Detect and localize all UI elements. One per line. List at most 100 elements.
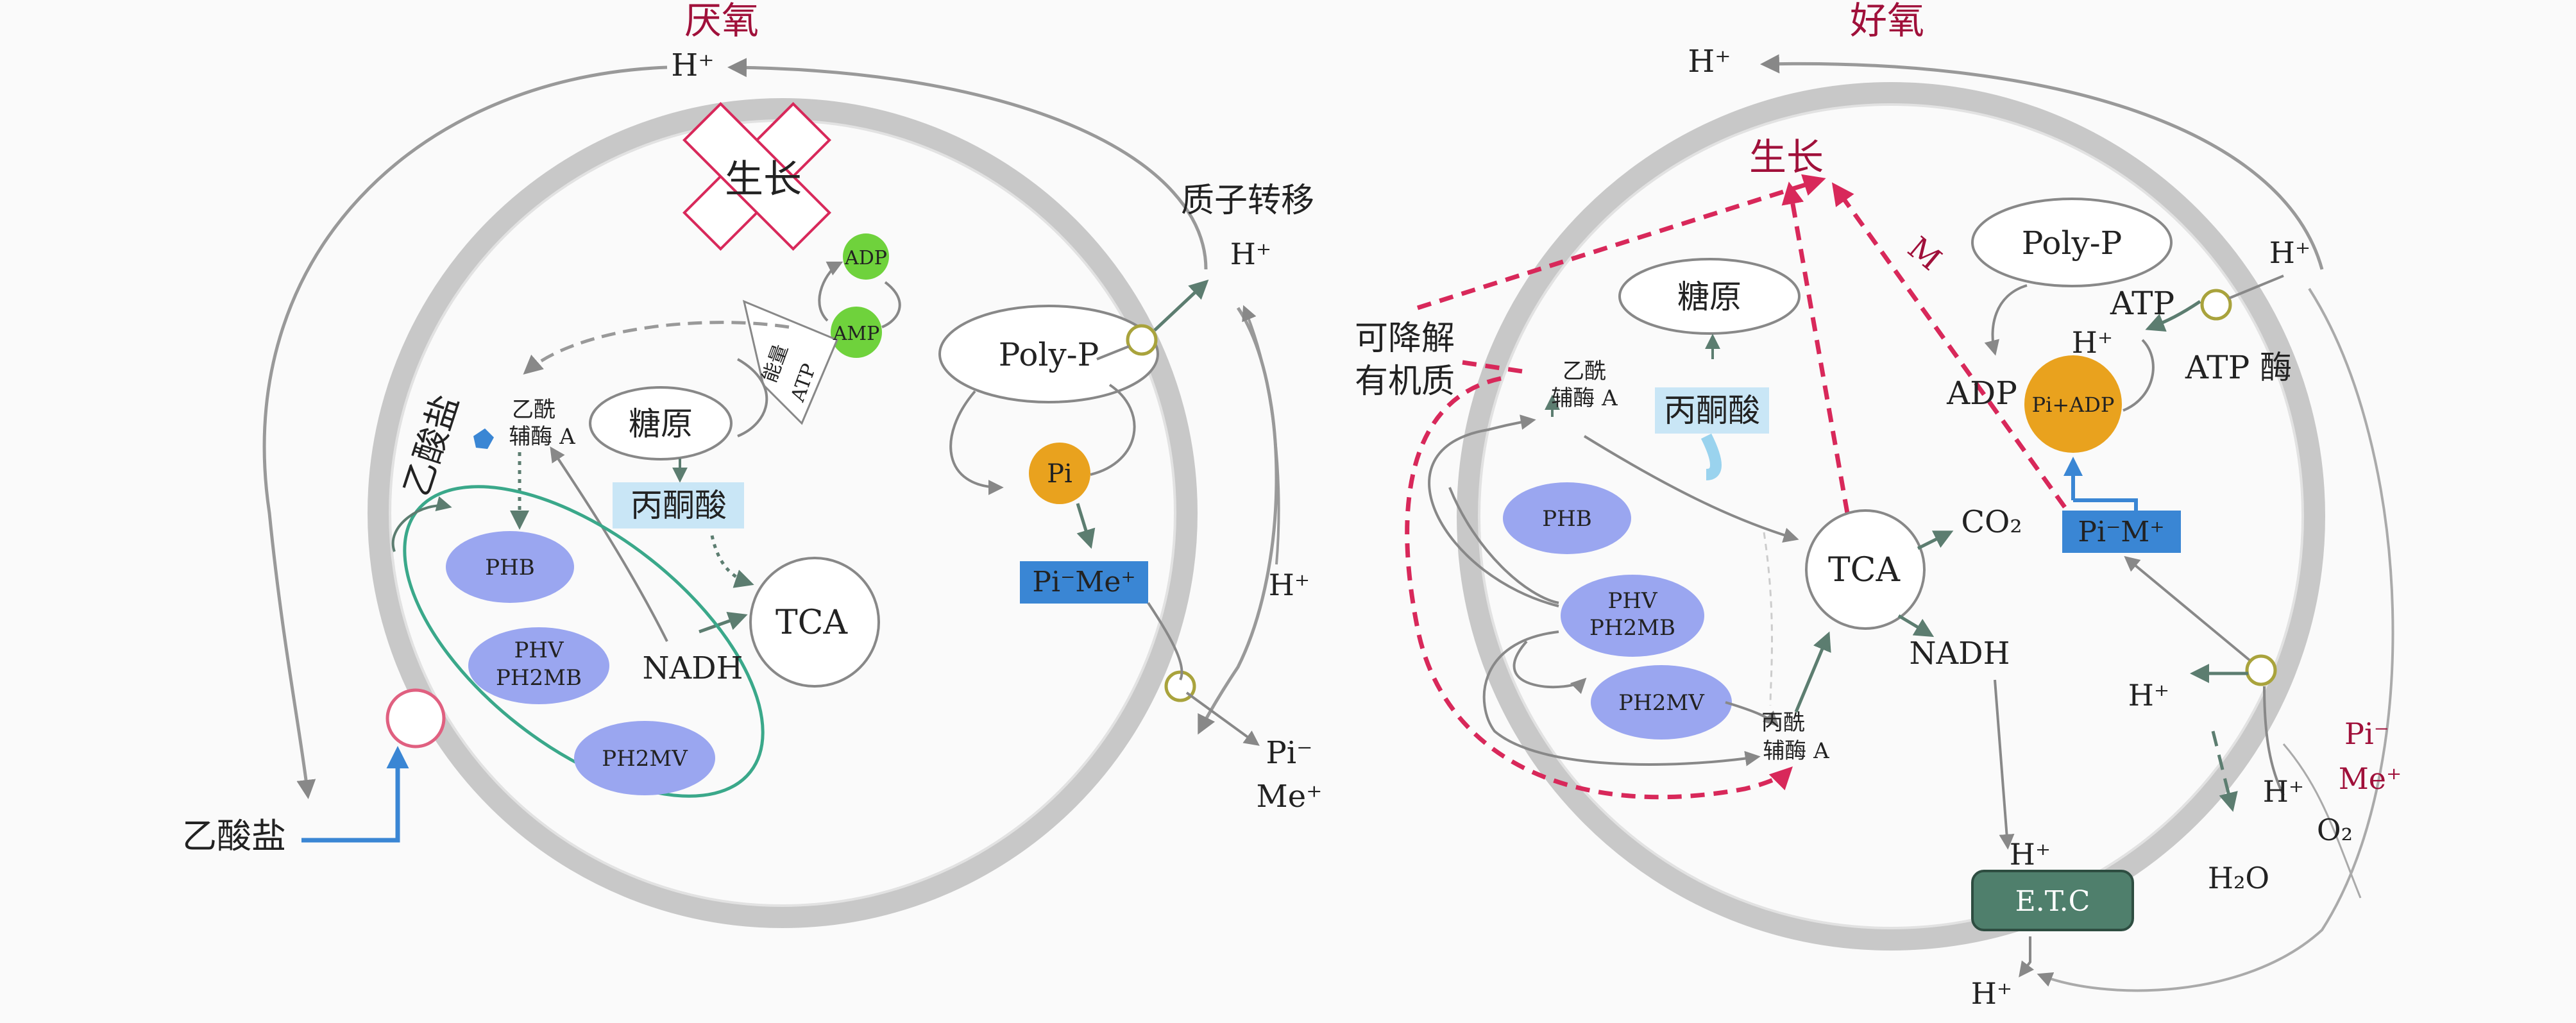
- aerobic-atp-label: ATP: [2110, 285, 2174, 322]
- atpase-channel: [2200, 289, 2232, 321]
- aerobic-adp-label: ADP: [1946, 375, 2017, 412]
- aerobic-phb-label: PHB: [1542, 506, 1592, 532]
- amp-node: [831, 307, 882, 358]
- aerobic-glycogen-label: 糖原: [1677, 278, 1741, 316]
- aerobic-me-ext: Me⁺: [2339, 761, 2402, 796]
- aerobic-h-mid: H⁺: [2128, 678, 2169, 713]
- anaerobic-pyruvate-label: 丙酮酸: [631, 487, 727, 524]
- anaerobic-phv-node: [468, 627, 609, 704]
- aerobic-h-top: H⁺: [1688, 44, 1731, 80]
- aerobic-h-in: H⁺: [2269, 235, 2310, 270]
- anaerobic-pi-node: [1029, 443, 1090, 504]
- aerobic-polyp-node: [1971, 198, 2173, 287]
- anaerobic-phv-label-1: PHV: [514, 638, 564, 663]
- co2-label: CO₂: [1961, 504, 2022, 540]
- growth-blocked-cross: [682, 102, 831, 251]
- etc-label: E.T.C: [2015, 885, 2090, 918]
- aerobic-title: 好氧: [1850, 0, 1924, 42]
- aerobic-h-bottom: H⁺: [1971, 976, 2012, 1011]
- anaerobic-pi-label: Pi: [1047, 459, 1072, 489]
- propionyl-coa-2: 辅酶 A: [1763, 738, 1829, 764]
- adp-label: ADP: [844, 247, 887, 269]
- anaerobic-pime-label: Pi⁻Me⁺: [1032, 566, 1135, 598]
- aerobic-ph2mv-node: [1591, 665, 1732, 740]
- aerobic-h-atp: H⁺: [2072, 325, 2113, 360]
- acetate-transporter: [386, 688, 446, 748]
- aerobic-polyp-label: Poly-P: [2022, 224, 2123, 262]
- h2o-label: H₂O: [2208, 861, 2269, 895]
- aerobic-channel-bottom: [2245, 654, 2277, 686]
- pi-adp-label: Pi+ADP: [2032, 393, 2115, 417]
- anaerobic-top-arc: [727, 58, 1208, 270]
- anaerobic-phb-label: PHB: [485, 555, 535, 580]
- anaerobic-title: 厌氧: [684, 0, 759, 42]
- adp-node: [843, 233, 889, 280]
- aerobic-acetyl-coa-2: 辅酶 A: [1551, 385, 1618, 411]
- anaerobic-h-top: H⁺: [671, 47, 714, 83]
- anaerobic-phb-node: [446, 531, 574, 603]
- anaerobic-acetyl-coa-1: 乙酰: [512, 397, 555, 423]
- aerobic-phv-label-1: PHV: [1607, 588, 1658, 614]
- aerobic-glycogen-node: [1618, 258, 1801, 335]
- degradable-label-1: 可降解: [1355, 319, 1455, 358]
- degradable-label-2: 有机质: [1355, 362, 1455, 401]
- anaerobic-pime-box: [1020, 561, 1148, 604]
- anaerobic-channel-top: [1126, 324, 1158, 356]
- anaerobic-pi-out: Pi⁻: [1266, 735, 1313, 771]
- anaerobic-cell: [262, 58, 1280, 928]
- anaerobic-glycogen-node: [589, 386, 733, 461]
- atpase-label: ATP 酶: [2185, 349, 2292, 386]
- etc-complex: [1971, 870, 2134, 931]
- anaerobic-ph2mv-node: [574, 721, 715, 795]
- aerobic-nadh-label: NADH: [1909, 636, 2010, 672]
- propionyl-coa-1: 丙酰: [1761, 710, 1805, 736]
- aerobic-h-etc: H⁺: [2010, 837, 2051, 872]
- aerobic-phv-node: [1561, 575, 1704, 657]
- aerobic-growth-label: 生长: [1749, 135, 1824, 179]
- anaerobic-me-out: Me⁺: [1257, 779, 1323, 815]
- acetate-intracellular-label: 乙酸盐: [396, 390, 466, 502]
- aerobic-pim-label: Pi⁻M⁺: [2078, 516, 2164, 548]
- anaerobic-glycogen-label: 糖原: [629, 405, 693, 443]
- aerobic-ph2mv-label: PH2MV: [1618, 690, 1705, 716]
- aerobic-pi-ext: Pi⁻: [2344, 716, 2389, 751]
- pi-adp-node: [2024, 355, 2122, 453]
- aerobic-pyruvate-box: [1655, 387, 1769, 434]
- amp-label: AMP: [833, 323, 880, 345]
- o2-label: O₂: [2317, 813, 2353, 847]
- anaerobic-phv-label-2: PH2MB: [496, 665, 582, 691]
- anaerobic-growth-label: 生长: [725, 157, 802, 202]
- aerobic-red-loop: [1405, 376, 1793, 800]
- aerobic-membrane: [1457, 82, 2325, 951]
- proton-transfer-label: 质子转移: [1181, 182, 1314, 220]
- aerobic-tca-label: TCA: [1828, 551, 1901, 589]
- aerobic-pim-box: [2062, 511, 2181, 553]
- anaerobic-polyp-label: Poly-P: [999, 336, 1099, 373]
- anaerobic-membrane: [368, 98, 1198, 928]
- anaerobic-h-right: H⁺: [1269, 568, 1310, 602]
- maintenance-label: M: [1901, 230, 1948, 277]
- aerobic-outer-right: [2037, 287, 2394, 992]
- acetate-uptake-arrow: [301, 746, 409, 843]
- aerobic-h-o2: H⁺: [2263, 774, 2304, 809]
- anaerobic-h-proton: H⁺: [1230, 237, 1271, 271]
- anaerobic-acetyl-coa-2: 辅酶 A: [509, 424, 575, 450]
- anaerobic-pyruvate-box: [613, 482, 744, 528]
- anaerobic-tca-node: [749, 557, 880, 688]
- aerobic-phb-node: [1503, 482, 1631, 554]
- aerobic-top-arc: [1760, 54, 2324, 270]
- anaerobic-nadh-label: NADH: [642, 650, 743, 686]
- aerobic-acetyl-coa-1: 乙酰: [1563, 359, 1606, 384]
- aerobic-cell: [1405, 54, 2394, 992]
- anaerobic-polyp-node: [938, 305, 1159, 403]
- anaerobic-tca-label: TCA: [775, 604, 848, 642]
- aerobic-pyruvate-label: 丙酮酸: [1664, 392, 1760, 429]
- aerobic-phv-label-2: PH2MB: [1589, 615, 1675, 641]
- acetate-external-label: 乙酸盐: [182, 816, 286, 856]
- anaerobic-outer-arc: [262, 65, 668, 799]
- aerobic-tca-node: [1805, 509, 1926, 630]
- anaerobic-ph2mv-label: PH2MV: [602, 746, 688, 772]
- energy-flag: [742, 300, 838, 425]
